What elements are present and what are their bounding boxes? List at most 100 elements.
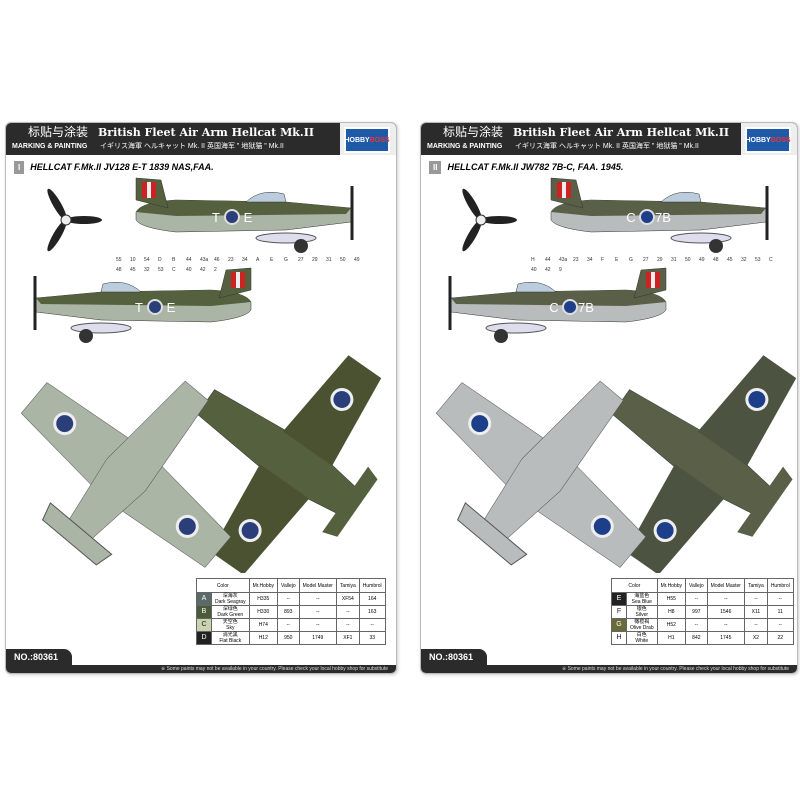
aircraft-side-view <box>33 267 252 343</box>
cell-tamiya: XF54 <box>335 592 360 606</box>
callout-label: 55 <box>116 257 122 263</box>
drop-tank <box>255 232 317 244</box>
cell-humbrol: 163 <box>358 605 386 619</box>
aircraft-top-view <box>611 355 797 573</box>
callout-label: 27 <box>643 257 649 263</box>
fin-flash-white <box>562 182 566 198</box>
callout-label: 23 <box>573 257 579 263</box>
callout-label: 42 <box>545 267 551 273</box>
column-header: Tamiya <box>743 578 768 593</box>
column-header: Mr.Hobby <box>656 578 687 593</box>
header-bar: 标贴与涂装 MARKING & PAINTING British Fleet A… <box>6 123 396 155</box>
paint-note: ※ Some paints may not be available in yo… <box>6 665 396 673</box>
callout-label: G <box>284 257 288 263</box>
callout-label: 32 <box>741 257 747 263</box>
roundel <box>590 514 614 538</box>
fuselage-camo <box>136 200 351 216</box>
aircraft-side-view <box>135 177 354 253</box>
sheet-subtitle: イギリス海軍 ヘルキャット Mk. II 英国海军 " 地狱猫 " Mk.II <box>100 143 284 150</box>
color-name-cn: 天空色 <box>222 619 238 625</box>
callout-label: 49 <box>699 257 705 263</box>
column-header: Humbrol <box>766 578 794 593</box>
callout-label: D <box>158 257 162 263</box>
tailplane <box>737 466 793 537</box>
callout-label: H <box>531 257 535 263</box>
fuselage-camo <box>36 290 251 306</box>
aircraft-side-view <box>550 177 769 253</box>
column-header: Tamiya <box>335 578 360 593</box>
scheme-number: II <box>429 161 442 174</box>
color-name-cn: 深海灰 <box>222 593 238 599</box>
cell-mrhobby: H8 <box>656 605 687 619</box>
callout-label: 44 <box>186 257 192 263</box>
roundel <box>53 412 77 436</box>
callout-label: 48 <box>713 257 719 263</box>
cell-tamiya: X11 <box>743 605 768 619</box>
aircraft-code: C <box>549 300 558 315</box>
cn-title: 标贴与涂装 <box>443 125 504 139</box>
color-name-en: Flat Black <box>219 638 242 644</box>
aircraft-code: 7B <box>655 210 671 225</box>
column-header: Color <box>611 578 658 593</box>
wheel <box>79 329 93 343</box>
header-bar: 标贴与涂装 MARKING & PAINTING British Fleet A… <box>421 123 797 155</box>
scheme-title: HELLCAT F.Mk.II JW782 7B-C, FAA. 1945. <box>447 162 624 172</box>
color-name-en: Olive Drab <box>630 625 654 631</box>
callout-label: 50 <box>340 257 346 263</box>
cell-key: H <box>611 631 627 645</box>
cell-mrhobby: H55 <box>656 592 687 606</box>
color-name-cn: 海蓝色 <box>634 593 650 599</box>
callout-label: G <box>629 257 633 263</box>
spinner <box>60 214 72 226</box>
column-header: Color <box>196 578 250 593</box>
cell-mrhobby: H330 <box>248 605 278 619</box>
wheel <box>494 329 508 343</box>
column-header: Vallejo <box>276 578 300 593</box>
prop-blade <box>462 188 482 221</box>
cell-mm: -- <box>298 592 337 606</box>
cell-vallejo: 950 <box>276 631 300 645</box>
instruction-sheet: 标贴与涂装 MARKING & PAINTING British Fleet A… <box>420 122 798 674</box>
cell-humbrol: 33 <box>358 631 386 645</box>
cell-tamiya: -- <box>335 618 360 632</box>
tailplane <box>322 466 378 537</box>
spinner <box>475 214 487 226</box>
cell-humbrol: -- <box>766 618 794 632</box>
callout-label: 31 <box>326 257 332 263</box>
callout-label: 42 <box>200 267 206 273</box>
callout-label: 29 <box>312 257 318 263</box>
cell-mm: -- <box>706 618 745 632</box>
cell-humbrol: -- <box>766 592 794 606</box>
callout-label: 34 <box>242 257 248 263</box>
aircraft-code: C <box>626 210 635 225</box>
cell-mrhobby: H12 <box>248 631 278 645</box>
cell-mm: -- <box>706 592 745 606</box>
callout-label: 40 <box>531 267 537 273</box>
drop-tank <box>70 322 132 334</box>
color-name-cn: 消光黑 <box>222 632 238 638</box>
fuselage-camo <box>551 200 766 216</box>
callout-label: 44 <box>545 257 551 263</box>
callout-label: B <box>172 257 176 263</box>
fin-flash-white <box>147 182 151 198</box>
cell-mrhobby: H1 <box>656 631 687 645</box>
marking-label: MARKING & PAINTING <box>12 143 88 150</box>
fin-flash-white <box>236 272 240 288</box>
callout-label: 10 <box>130 257 136 263</box>
cell-humbrol: 11 <box>766 605 794 619</box>
cell-mrhobby: H52 <box>656 618 687 632</box>
propeller-icon <box>462 188 517 252</box>
